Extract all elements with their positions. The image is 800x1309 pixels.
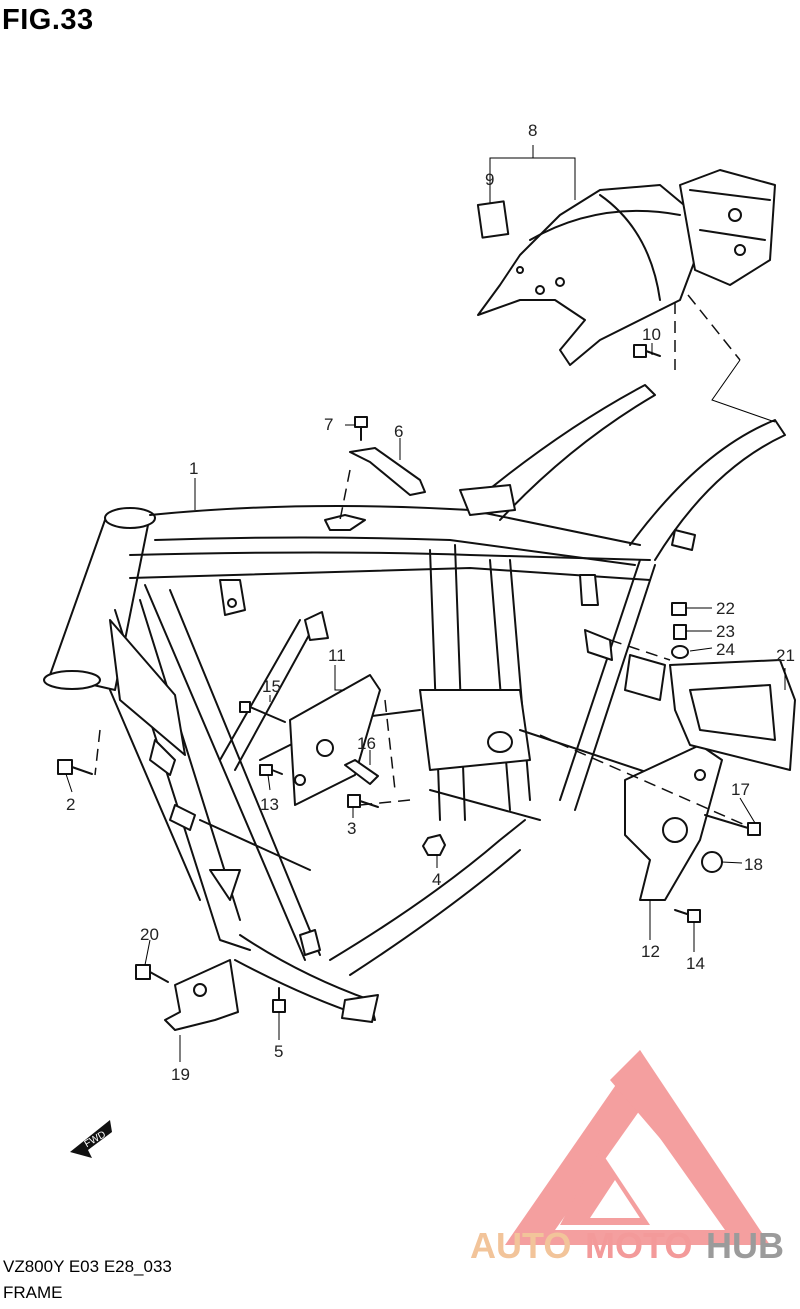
cap-18 (701, 851, 723, 873)
bracket-6-base (324, 514, 366, 531)
model-code: VZ800Y E03 E28_033 (3, 1257, 172, 1276)
callout-9: 9 (485, 170, 494, 189)
bracket-6 (349, 447, 426, 496)
callout-22: 22 (716, 599, 735, 618)
figure-title: FIG.33 (2, 4, 94, 36)
main-frame (43, 384, 786, 1023)
bolt-20 (135, 964, 169, 983)
fwd-arrow: FWD (70, 1120, 112, 1158)
svg-text:AUTO: AUTO (470, 1225, 571, 1266)
bolt-15 (239, 701, 286, 723)
callout-1: 1 (189, 459, 198, 478)
callout-3: 3 (347, 819, 356, 838)
callout-4: 4 (432, 870, 441, 889)
bolt-17 (704, 814, 761, 836)
callout-7: 7 (324, 415, 333, 434)
callout-14: 14 (686, 954, 705, 973)
callout-6: 6 (394, 422, 403, 441)
bolt-2 (57, 759, 93, 775)
callout-labels: 1 2 3 4 5 6 7 8 9 10 11 12 13 14 15 16 1… (66, 121, 795, 1084)
callout-5: 5 (274, 1042, 283, 1061)
callout-17: 17 (731, 780, 750, 799)
bolt-13 (259, 764, 283, 776)
callout-10: 10 (642, 325, 661, 344)
callout-2: 2 (66, 795, 75, 814)
leader-lines (65, 145, 786, 1062)
watermark-logo (505, 1050, 770, 1245)
callout-20: 20 (140, 925, 159, 944)
bolt-14 (674, 909, 701, 923)
svg-text:FWD: FWD (83, 1129, 108, 1150)
cushion-parts (671, 602, 689, 659)
collar-16 (344, 759, 379, 785)
svg-text:MOTO: MOTO (585, 1225, 692, 1266)
callout-19: 19 (171, 1065, 190, 1084)
callout-18: 18 (744, 855, 763, 874)
watermark-text: AUTO MOTO HUB (470, 1225, 784, 1266)
callout-24: 24 (716, 640, 735, 659)
callout-13: 13 (260, 795, 279, 814)
callout-12: 12 (641, 942, 660, 961)
rear-fender (477, 169, 776, 366)
bolt-7 (354, 416, 368, 441)
engine-mount-plate (289, 674, 381, 806)
nut-4 (422, 834, 446, 856)
callout-8: 8 (528, 121, 537, 140)
callout-21: 21 (776, 646, 795, 665)
svg-text:HUB: HUB (706, 1225, 784, 1266)
callout-16: 16 (357, 734, 376, 753)
section-name: FRAME (3, 1283, 63, 1302)
callout-11: 11 (328, 646, 346, 665)
reflector (476, 200, 510, 239)
bolt-10 (633, 344, 661, 358)
bolt-5 (272, 987, 286, 1013)
callout-15: 15 (262, 677, 281, 696)
callout-23: 23 (716, 622, 735, 641)
